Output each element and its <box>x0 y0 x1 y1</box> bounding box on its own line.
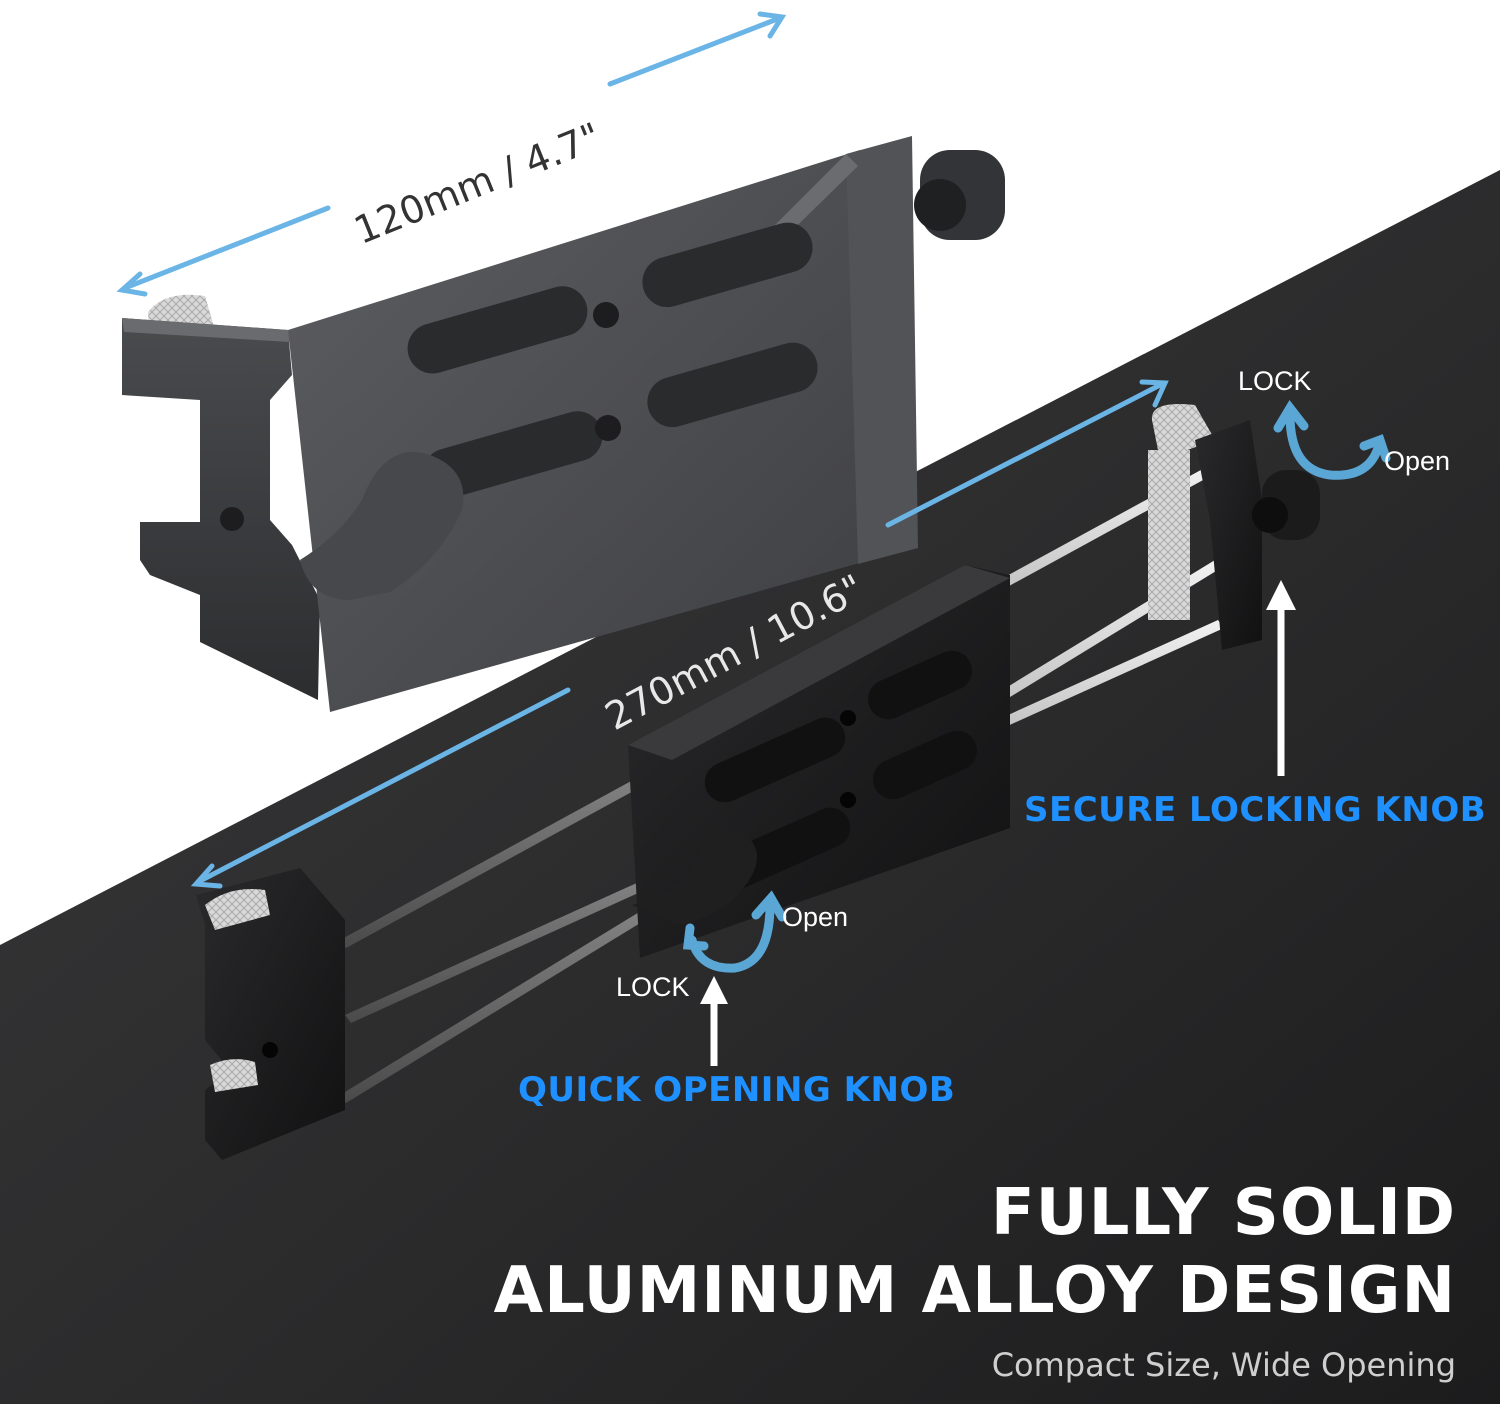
rotation-arrow-icon <box>682 890 787 973</box>
headline-subtitle: Compact Size, Wide Opening <box>991 1346 1456 1384</box>
quick-knob-open-label: Open <box>782 902 849 932</box>
rotation-arrow-icon <box>1273 400 1391 480</box>
quick-knob-title: QUICK OPENING KNOB <box>518 1070 956 1110</box>
extended-clamp <box>196 404 1320 1160</box>
pointer-arrow-icon <box>1266 580 1296 776</box>
secure-knob-open-label: Open <box>1384 446 1451 476</box>
secure-knob-lock-label: LOCK <box>1238 366 1312 396</box>
secure-knob-title: SECURE LOCKING KNOB <box>1024 790 1487 830</box>
dimension-arrow-icon <box>190 379 1169 889</box>
headline-line2: ALUMINUM ALLOY DESIGN <box>493 1254 1456 1328</box>
headline-line1: FULLY SOLID <box>990 1176 1456 1250</box>
pointer-arrow-icon <box>700 976 728 1066</box>
quick-knob-lock-label: LOCK <box>616 972 690 1002</box>
compact-clamp <box>122 136 1005 712</box>
dimension-arrow-icon <box>116 11 787 297</box>
